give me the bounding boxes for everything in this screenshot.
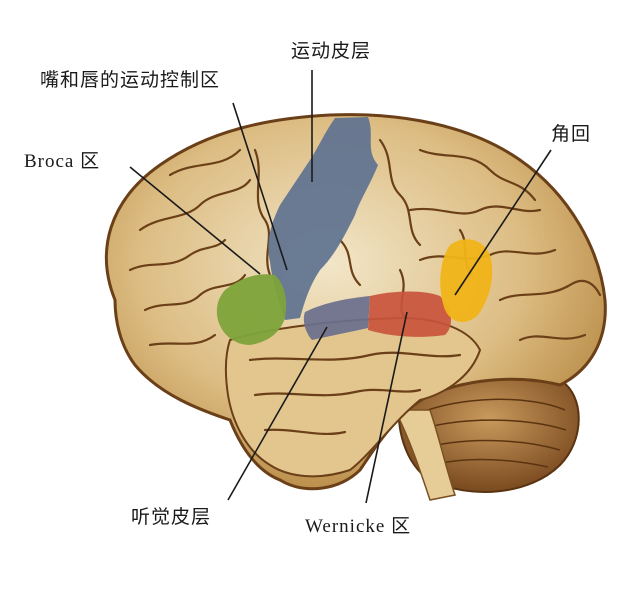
angular-gyrus-region xyxy=(440,239,493,322)
label-wernicke-area: Wernicke 区 xyxy=(305,516,412,537)
label-broca-area: Broca 区 xyxy=(24,151,101,172)
auditory-cortex-region xyxy=(303,296,370,340)
leader-lines xyxy=(129,70,552,504)
broca-region xyxy=(216,274,287,345)
label-mouth-lip-motor-area: 嘴和唇的运动控制区 xyxy=(40,69,221,91)
leader-line-auditory xyxy=(227,326,328,501)
label-angular-gyrus: 角回 xyxy=(551,123,592,145)
label-auditory-cortex: 听觉皮层 xyxy=(131,506,212,528)
motor-cortex-region xyxy=(268,117,378,320)
wernicke-region xyxy=(368,291,452,337)
label-motor-cortex: 运动皮层 xyxy=(291,40,372,62)
leader-line-angular-gyrus xyxy=(454,149,552,296)
leader-line-broca xyxy=(129,166,261,275)
leader-line-mouth-lip xyxy=(232,102,288,271)
leader-line-wernicke xyxy=(365,311,408,504)
brainstem xyxy=(393,409,456,501)
